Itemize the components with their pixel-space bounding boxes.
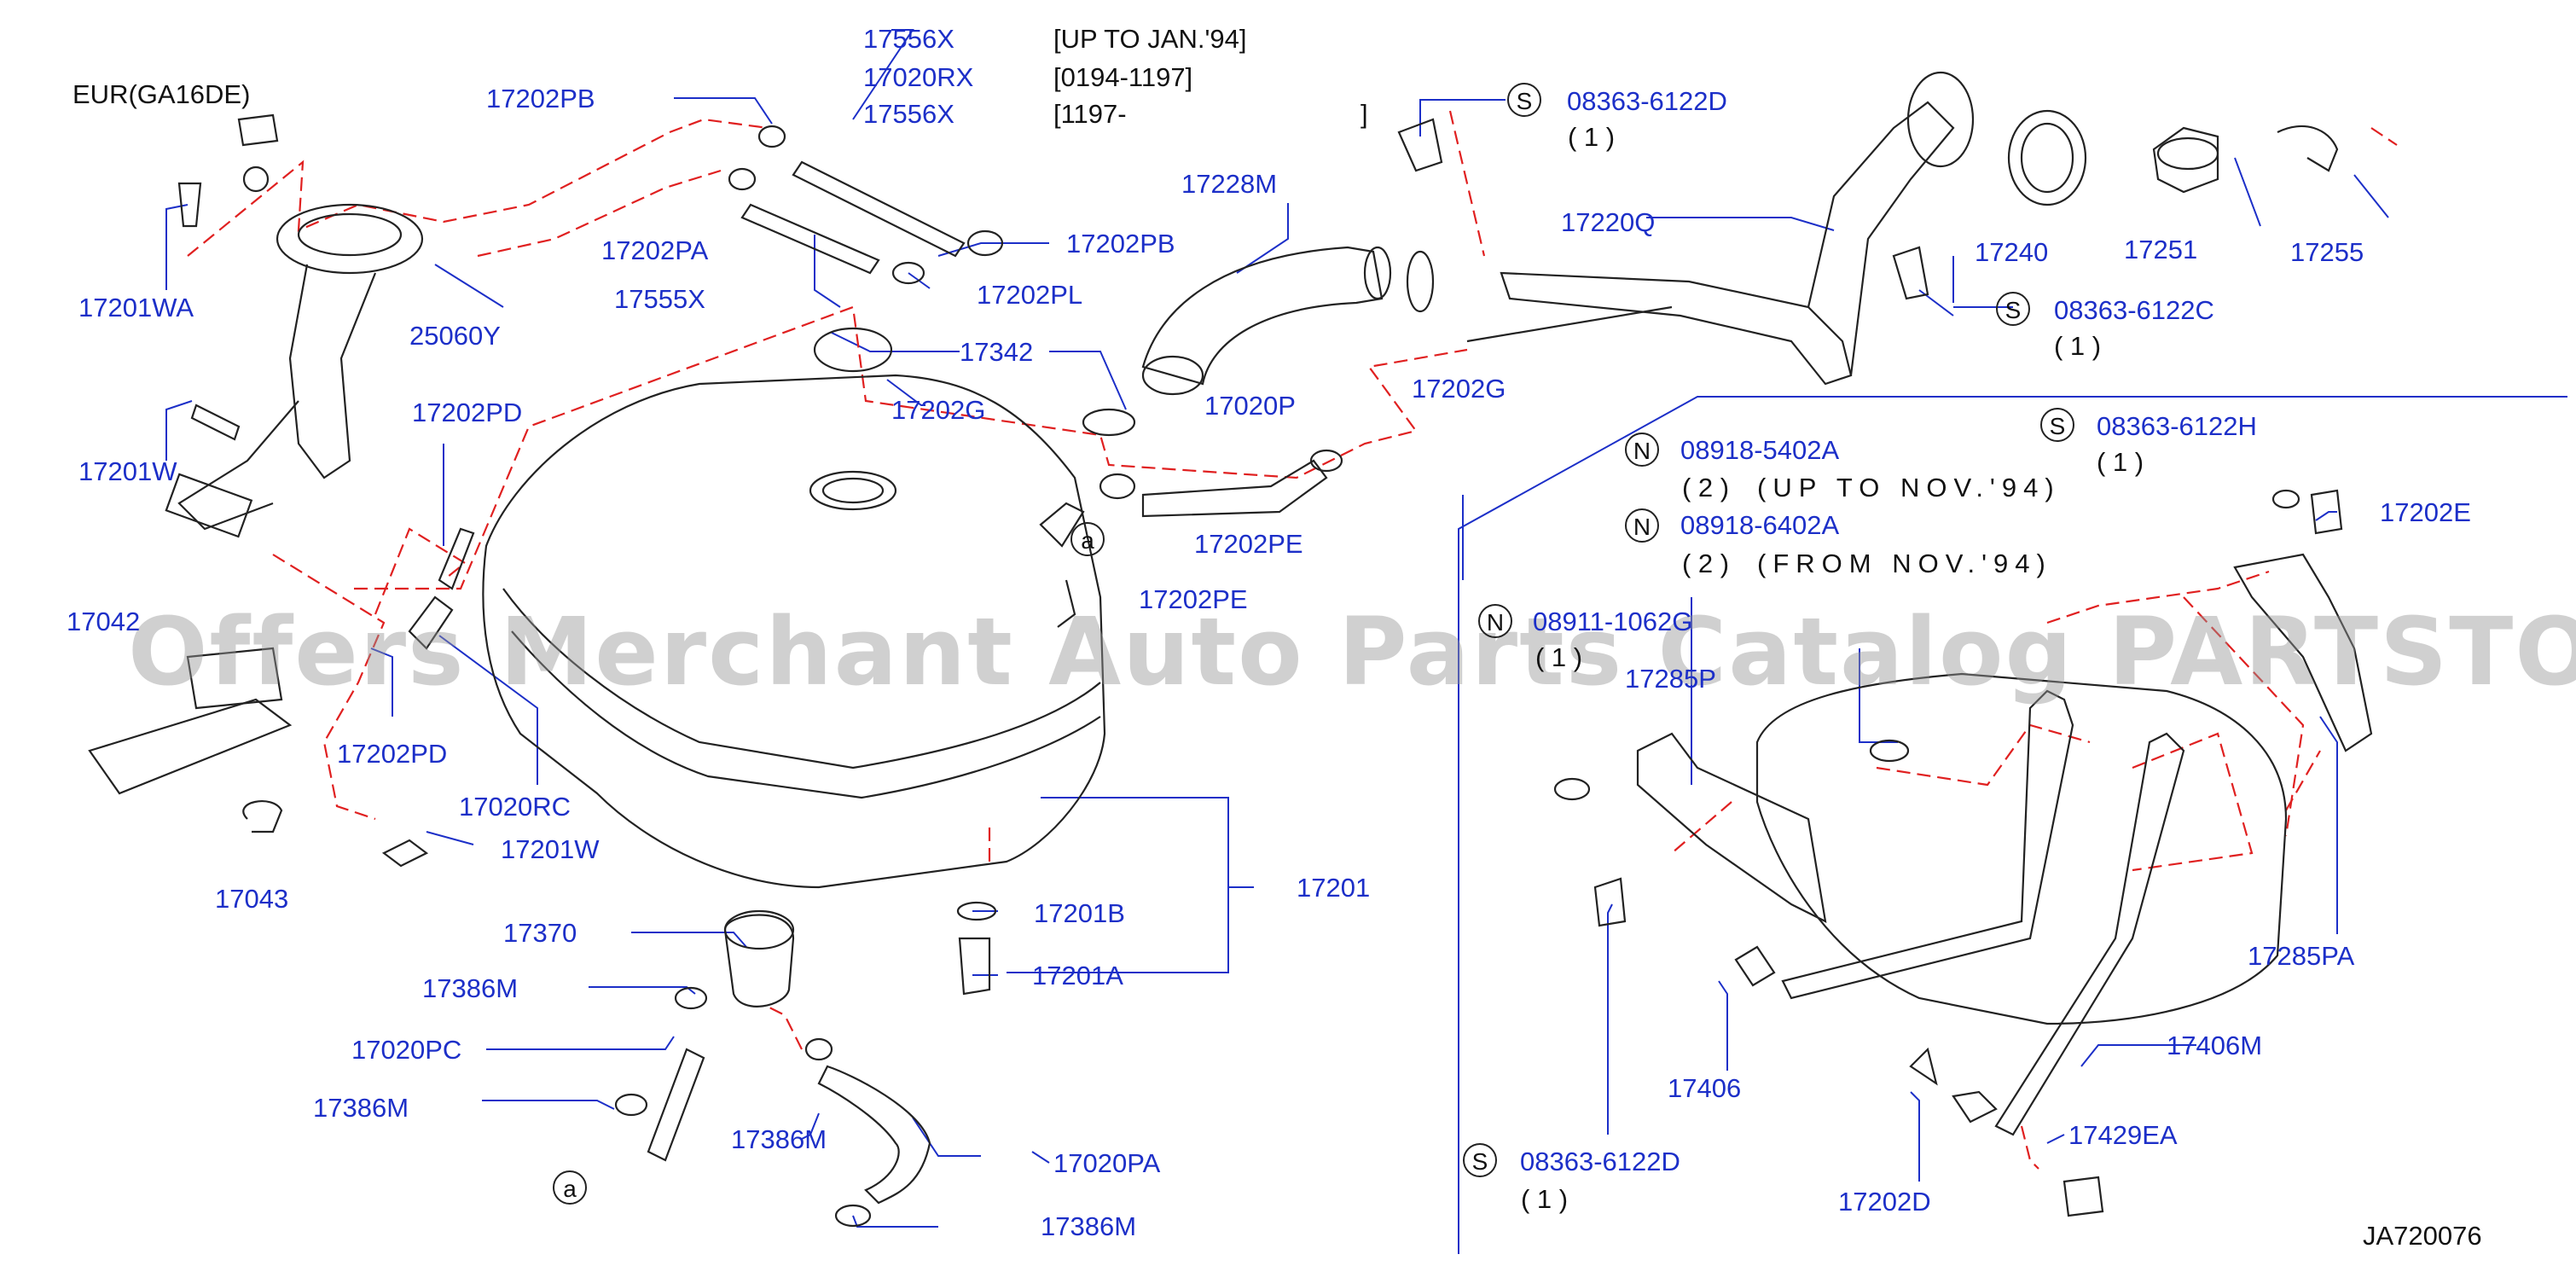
n-symbol: N (1625, 508, 1659, 543)
o-ring (813, 327, 893, 373)
part-label[interactable]: 17202PL (977, 280, 1083, 310)
part-label[interactable]: 17251 (2124, 235, 2198, 264)
ref-bracket: ] (1361, 99, 1368, 129)
callout-a: a (553, 1170, 587, 1205)
part-label[interactable]: 17202PD (337, 739, 448, 769)
part-label[interactable]: 17370 (503, 918, 577, 948)
part-label[interactable]: 17285P (1625, 664, 1716, 694)
fastener-qty: ( 1 ) (1535, 642, 1583, 672)
phantom-lines (187, 110, 2398, 1170)
ref-date-2: [0194-1197] (1053, 62, 1193, 92)
part-label[interactable]: 17202PE (1194, 529, 1303, 559)
part-label[interactable]: 17202PB (486, 84, 595, 113)
fuel-tank (482, 374, 1106, 889)
s-symbol: S (1996, 292, 2030, 326)
part-label[interactable]: 17386M (313, 1093, 409, 1123)
fastener-code[interactable]: 08918-6402A (1680, 510, 1840, 540)
part-label[interactable]: 17201W (78, 456, 177, 486)
part-label[interactable]: 17201 (1297, 873, 1371, 903)
fastener-qty: ( 1 ) (1521, 1184, 1569, 1214)
part-label[interactable]: 25060Y (409, 321, 501, 351)
fastener-qty: ( 2 ) (1682, 549, 1730, 578)
part-label[interactable]: 17406M (2167, 1031, 2263, 1060)
part-label[interactable]: 17020PA (1053, 1148, 1161, 1178)
fastener-code[interactable]: 08918-5402A (1680, 435, 1840, 465)
part-label[interactable]: 17386M (731, 1124, 827, 1154)
part-label[interactable]: 17201WA (78, 293, 194, 322)
variant-label: EUR(GA16DE) (73, 79, 251, 109)
fastener-qty: ( 2 ) (1682, 473, 1730, 502)
part-label[interactable]: 17202PB (1066, 229, 1175, 258)
fastener-note: (UP TO NOV.'94) (1757, 473, 2061, 502)
n-symbol: N (1625, 433, 1659, 467)
filler-neck (1500, 271, 1853, 386)
fastener-note: (FROM NOV.'94) (1757, 549, 2052, 578)
fastener-qty: ( 1 ) (1568, 122, 1616, 152)
part-label[interactable]: 17202D (1838, 1187, 1931, 1217)
fastener-code[interactable]: 08363-6122H (2097, 411, 2257, 441)
part-label[interactable]: 17201A (1032, 961, 1123, 990)
part-label[interactable]: 17555X (614, 284, 705, 314)
part-label[interactable]: 17202PE (1139, 584, 1248, 614)
fastener-qty: ( 1 ) (2054, 331, 2102, 361)
ref-part-3[interactable]: 17556X (863, 99, 954, 129)
leader-lines (165, 29, 2389, 1228)
filter-sock (88, 698, 293, 795)
s-symbol: S (1463, 1143, 1497, 1177)
diagram-id: JA720076 (2363, 1221, 2482, 1251)
fastener-code[interactable]: 08363-6122D (1520, 1147, 1680, 1176)
part-label[interactable]: 17406 (1668, 1073, 1742, 1103)
ref-part-2[interactable]: 17020RX (863, 62, 974, 92)
part-label[interactable]: 17020PC (351, 1035, 462, 1065)
fastener-code[interactable]: 08911-1062G (1533, 607, 1693, 636)
part-label[interactable]: 17202G (1412, 374, 1506, 404)
part-label[interactable]: 17202E (2380, 497, 2471, 527)
panel-frame (1458, 396, 2567, 1254)
fastener-qty: ( 1 ) (2097, 447, 2144, 477)
part-label[interactable]: 17202G (891, 395, 986, 425)
n-symbol: N (1478, 604, 1512, 638)
ref-date-1: [UP TO JAN.'94] (1053, 24, 1247, 54)
part-label[interactable]: 17043 (215, 884, 289, 914)
drawings (88, 71, 2373, 1228)
part-label[interactable]: 17020P (1204, 391, 1296, 421)
part-label[interactable]: 17429EA (2068, 1120, 2178, 1150)
fastener-code[interactable]: 08363-6122D (1567, 86, 1727, 116)
part-label[interactable]: 17020RC (459, 792, 571, 822)
part-label[interactable]: 17220Q (1561, 207, 1656, 237)
fastener-code[interactable]: 08363-6122C (2054, 295, 2214, 325)
part-label[interactable]: 17201B (1034, 898, 1125, 928)
part-label[interactable]: 17042 (67, 607, 141, 636)
s-symbol: S (1507, 83, 1541, 117)
part-label[interactable]: 17201W (501, 834, 600, 864)
ref-date-3: [1197- (1053, 99, 1127, 129)
part-label[interactable]: 17228M (1181, 169, 1278, 199)
part-label[interactable]: 17386M (1041, 1211, 1137, 1241)
fuel-tank-rear (1755, 672, 2288, 1025)
s-symbol: S (2040, 408, 2074, 442)
part-label[interactable]: 17386M (422, 973, 519, 1003)
part-label[interactable]: 17342 (960, 337, 1034, 367)
part-label[interactable]: 17240 (1975, 237, 2049, 267)
ref-part-1[interactable]: 17556X (863, 24, 954, 54)
part-label[interactable]: 17202PA (601, 235, 709, 265)
part-label[interactable]: 17202PD (412, 398, 523, 427)
part-label[interactable]: 17285PA (2248, 941, 2355, 971)
callout-a: a (1070, 522, 1105, 556)
fuel-filter (723, 914, 795, 1008)
part-label[interactable]: 17255 (2290, 237, 2364, 267)
